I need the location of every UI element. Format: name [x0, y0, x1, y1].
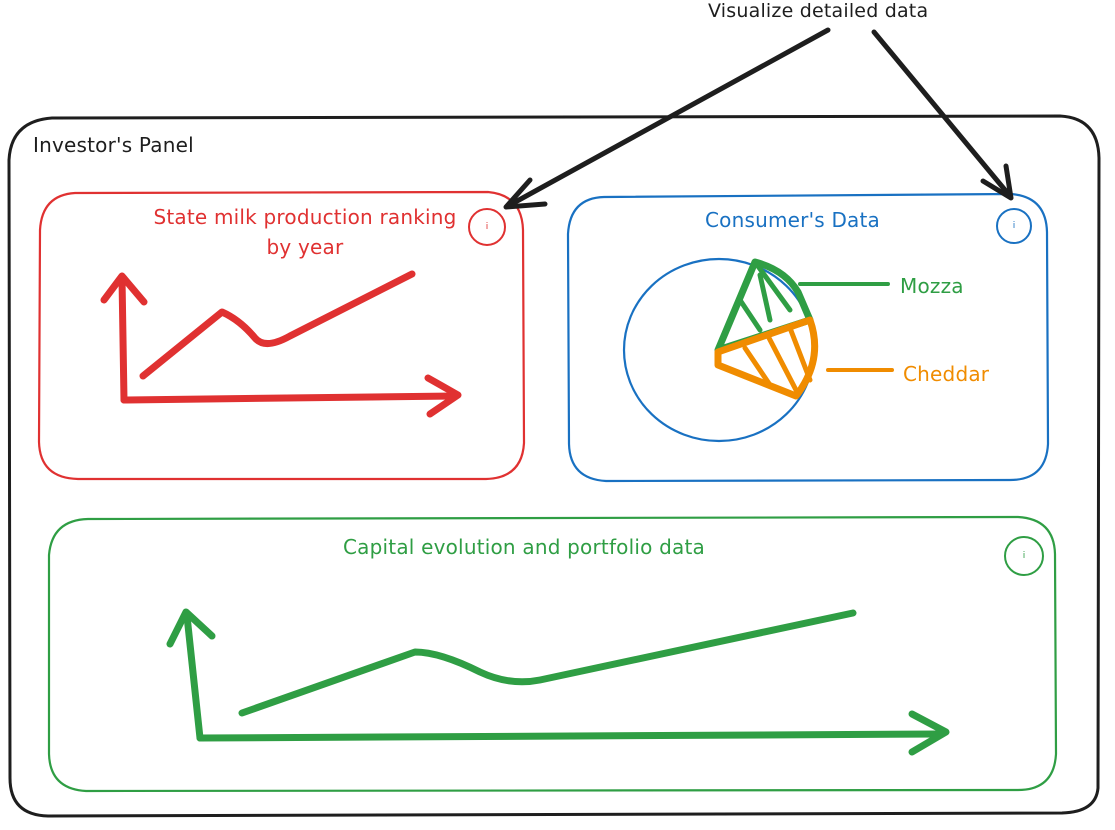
capital-card-border	[47, 515, 1058, 793]
milk-card-border	[37, 190, 526, 481]
milk-info-button[interactable]: i	[468, 208, 506, 246]
investor-panel-border	[7, 114, 1101, 818]
capital-line-chart	[166, 608, 950, 756]
capital-x-axis	[196, 730, 944, 742]
arrow-to-consumer-info-head	[980, 163, 1014, 201]
consumer-card-title: Consumer's Data	[705, 208, 881, 232]
capital-y-axis	[183, 612, 204, 742]
capital-trend-line	[238, 609, 857, 717]
info-icon: i	[485, 222, 489, 232]
capital-x-axis-arrowhead	[908, 710, 950, 756]
pie-slice-cheddar-fill	[742, 325, 813, 393]
arrow-to-consumer-info	[871, 29, 1013, 199]
info-icon: i	[1022, 551, 1026, 561]
pie-slice-mozza-fill	[737, 259, 793, 333]
milk-y-axis-arrowhead	[100, 272, 148, 306]
legend-cheddar: Cheddar	[903, 362, 990, 386]
milk-trend-line	[139, 270, 416, 380]
pie-slice-cheddar	[714, 316, 819, 400]
annotation-label: Visualize detailed data	[708, 0, 929, 22]
capital-y-axis-arrowhead	[166, 608, 216, 648]
legend-mozza: Mozza	[900, 274, 964, 298]
milk-line-chart	[100, 270, 462, 418]
capital-info-button[interactable]: i	[1004, 536, 1044, 576]
info-icon: i	[1012, 221, 1016, 231]
milk-card-title: State milk production ranking by year	[153, 205, 457, 259]
milk-y-axis	[118, 274, 128, 404]
milk-x-axis-arrowhead	[424, 374, 462, 418]
panel-title: Investor's Panel	[33, 133, 194, 157]
annotation-arrows	[503, 27, 1014, 210]
consumer-info-button[interactable]: i	[996, 208, 1032, 244]
milk-x-axis	[120, 392, 459, 404]
capital-card-title: Capital evolution and portfolio data	[343, 535, 705, 559]
consumer-card-border	[566, 192, 1050, 483]
consumer-pie-chart	[622, 257, 894, 443]
arrow-to-milk-info-head	[503, 177, 548, 210]
arrow-to-milk-info	[505, 27, 831, 209]
